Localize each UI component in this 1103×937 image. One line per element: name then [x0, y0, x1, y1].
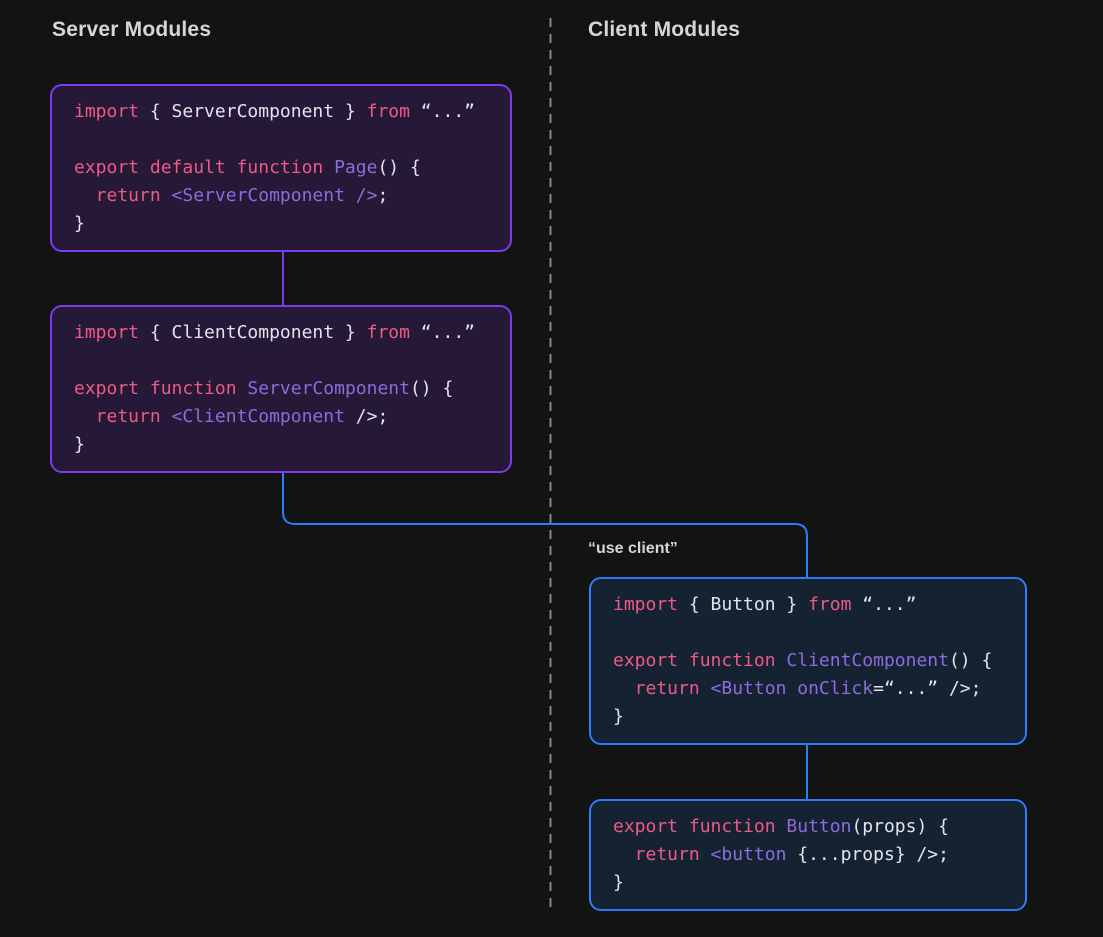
- code-token: [776, 816, 787, 837]
- code-line: [74, 126, 488, 154]
- code-token: [700, 844, 711, 865]
- client-modules-heading: Client Modules: [588, 18, 741, 41]
- code-token: Button: [786, 816, 852, 837]
- code-line: }: [613, 703, 1003, 731]
- code-token: [161, 406, 172, 427]
- code-token: <ServerComponent />: [171, 185, 378, 206]
- code-token: ServerComponent: [247, 378, 410, 399]
- code-token: ClientComponent: [786, 650, 949, 671]
- code-token: return: [613, 844, 700, 865]
- code-token: import: [74, 322, 140, 343]
- code-token: [776, 650, 787, 671]
- code-token: export function: [613, 650, 776, 671]
- code-token: [323, 157, 334, 178]
- code-token: [237, 378, 248, 399]
- code-line: export default function Page() {: [74, 154, 488, 182]
- code-token: () {: [377, 157, 421, 178]
- code-token: }: [613, 706, 624, 727]
- code-block-page: import { ServerComponent } from “...” ex…: [50, 84, 512, 252]
- code-token: [161, 185, 172, 206]
- code-token: [700, 678, 711, 699]
- code-token: =“...” />;: [873, 678, 982, 699]
- code-token: from: [366, 322, 410, 343]
- use-client-directive-label: “use client”: [588, 540, 678, 557]
- code-token: <ClientComponent: [171, 406, 345, 427]
- code-line: }: [74, 431, 488, 459]
- code-token: export function: [74, 378, 237, 399]
- code-token: () {: [948, 650, 993, 671]
- code-token: }: [74, 434, 85, 455]
- code-block-client-component: import { Button } from “...” export func…: [589, 577, 1027, 745]
- code-token: }: [74, 213, 85, 234]
- code-token: { Button }: [678, 594, 809, 615]
- code-token: “...”: [409, 101, 475, 122]
- code-line: import { Button } from “...”: [613, 591, 1003, 619]
- code-line: return <button {...props} />;: [613, 841, 1003, 869]
- code-token: { ServerComponent }: [139, 101, 367, 122]
- code-line: return <Button onClick=“...” />;: [613, 675, 1003, 703]
- code-token: <Button onClick: [710, 678, 874, 699]
- code-token: ;: [377, 185, 389, 206]
- code-token: from: [366, 101, 410, 122]
- code-token: “...”: [851, 594, 917, 615]
- code-line: export function ServerComponent() {: [74, 375, 488, 403]
- code-line: export function ClientComponent() {: [613, 647, 1003, 675]
- code-token: {...props} />;: [786, 844, 949, 865]
- code-token: import: [613, 594, 679, 615]
- code-line: import { ServerComponent } from “...”: [74, 98, 488, 126]
- code-line: [74, 347, 488, 375]
- code-token: return: [74, 185, 161, 206]
- code-token: />;: [344, 406, 389, 427]
- code-token: <button: [710, 844, 787, 865]
- code-token: }: [613, 872, 624, 893]
- code-token: return: [613, 678, 700, 699]
- server-modules-heading: Server Modules: [52, 18, 212, 41]
- code-token: export default function: [74, 157, 324, 178]
- code-line: import { ClientComponent } from “...”: [74, 319, 488, 347]
- code-line: [613, 619, 1003, 647]
- code-line: export function Button(props) {: [613, 813, 1003, 841]
- code-token: export function: [613, 816, 776, 837]
- code-line: return <ClientComponent />;: [74, 403, 488, 431]
- code-line: }: [74, 210, 488, 238]
- code-token: { ClientComponent }: [139, 322, 367, 343]
- code-line: return <ServerComponent />;: [74, 182, 488, 210]
- code-token: (props) {: [851, 816, 949, 837]
- code-block-server-component: import { ClientComponent } from “...” ex…: [50, 305, 512, 473]
- connector-servercomponent-to-clientcomponent: [282, 472, 808, 578]
- code-token: import: [74, 101, 140, 122]
- code-token: from: [808, 594, 852, 615]
- code-token: “...”: [409, 322, 475, 343]
- code-line: }: [613, 869, 1003, 897]
- code-block-button: export function Button(props) { return <…: [589, 799, 1027, 911]
- code-token: Page: [334, 157, 378, 178]
- code-token: () {: [409, 378, 454, 399]
- code-token: return: [74, 406, 161, 427]
